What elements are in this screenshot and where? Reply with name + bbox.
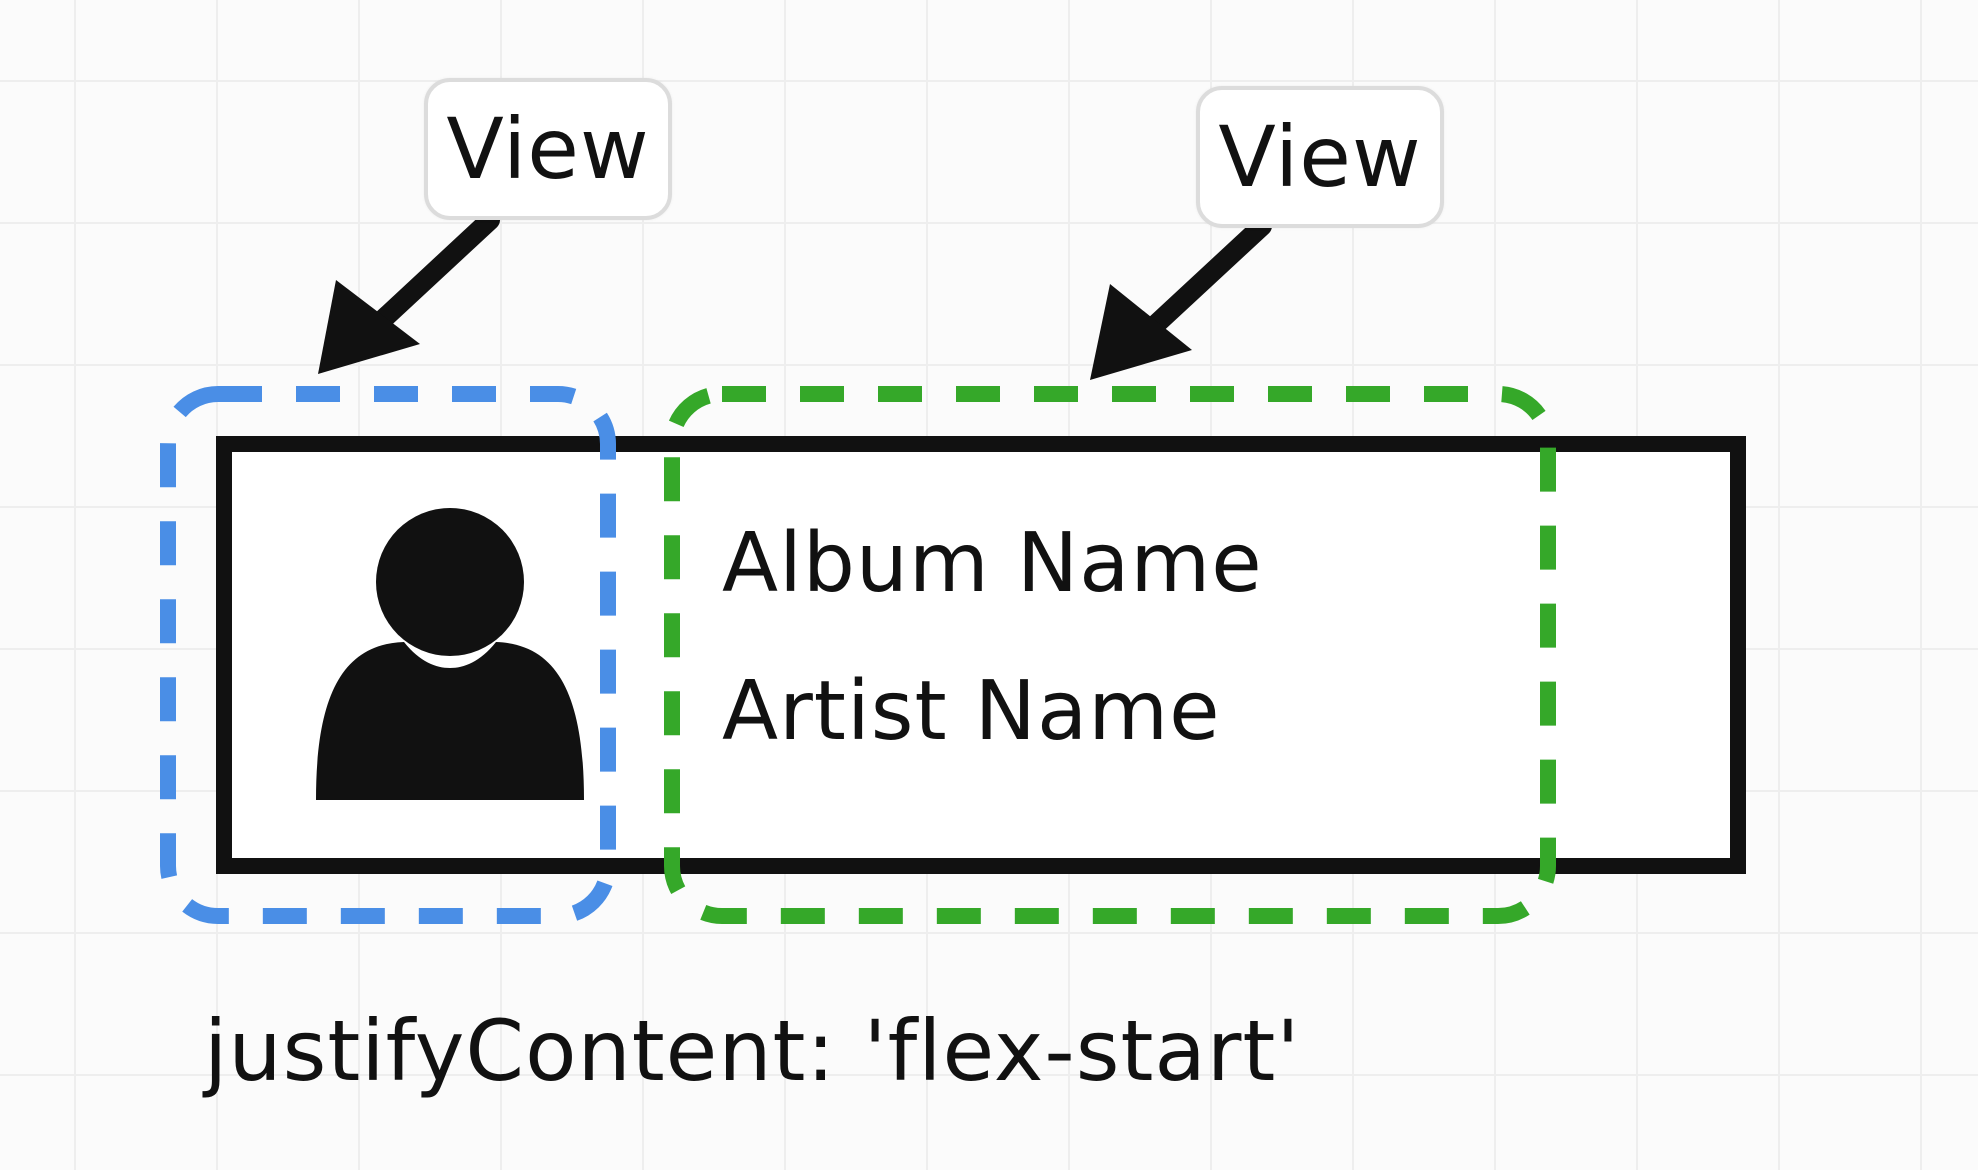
right-view-label: View <box>1196 86 1444 228</box>
justify-content-caption: justifyContent: 'flex-start' <box>204 1002 1301 1100</box>
person-avatar-icon <box>316 508 584 800</box>
left-arrow-icon <box>318 210 500 374</box>
artist-name-text: Artist Name <box>722 664 1221 759</box>
right-view-label-text: View <box>1218 108 1422 206</box>
right-arrow-icon <box>1090 216 1272 380</box>
image-view-container <box>160 386 616 924</box>
left-view-label: View <box>424 78 672 220</box>
text-view-container <box>664 386 1556 924</box>
album-name-text: Album Name <box>722 516 1263 611</box>
left-view-label-text: View <box>446 100 650 198</box>
